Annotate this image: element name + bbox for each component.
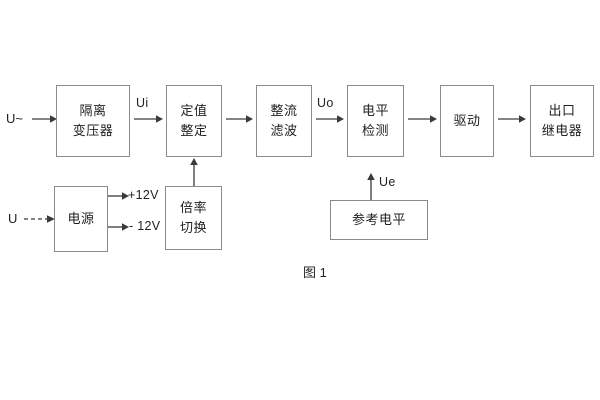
block-setting-value[interactable]: 定值 整定 <box>166 85 222 157</box>
block-multiplier-switch[interactable]: 倍率 切换 <box>165 186 222 250</box>
block-setting-value-line2: 整定 <box>180 123 208 138</box>
block-level-detection-line2: 检测 <box>361 123 389 138</box>
block-setting-value-line1: 定值 <box>180 102 208 118</box>
arrow-reference-to-level-detection <box>366 172 376 200</box>
arrow-ac-input-to-isolation <box>32 114 58 124</box>
block-isolation-transformer-line2: 变压器 <box>72 123 114 138</box>
figure-caption: 图 1 <box>303 265 327 280</box>
block-output-relay-line1: 出口 <box>548 102 576 118</box>
arrow-multiplier-to-setting <box>189 157 199 187</box>
arrow-rail-positive <box>108 191 130 201</box>
block-output-relay[interactable]: 出口 继电器 <box>530 85 594 157</box>
block-rectify-filter[interactable]: 整流 滤波 <box>256 85 312 157</box>
block-isolation-transformer[interactable]: 隔离 变压器 <box>56 85 130 157</box>
block-level-detection[interactable]: 电平 检测 <box>347 85 404 157</box>
block-multiplier-switch-line1: 倍率 <box>179 199 207 215</box>
block-power-supply[interactable]: 电源 <box>54 186 108 252</box>
block-reference-level-line1: 参考电平 <box>351 211 406 227</box>
rail-negative-label: - 12V <box>129 219 161 233</box>
arrow-drive-to-output-relay <box>498 114 527 124</box>
rail-positive-label: +12V <box>128 188 159 202</box>
block-isolation-transformer-line1: 隔离 <box>79 102 107 118</box>
arrow-rectify-to-level <box>316 114 345 124</box>
block-level-detection-line1: 电平 <box>361 102 389 118</box>
block-multiplier-switch-line2: 切换 <box>179 220 207 235</box>
block-power-supply-line1: 电源 <box>67 210 95 226</box>
arrow-dc-input-to-power-supply <box>24 214 56 224</box>
arrow-setting-to-rectify <box>226 114 254 124</box>
ac-input-label: U~ <box>6 111 23 126</box>
dc-input-label: U <box>8 211 18 226</box>
arrow-level-to-drive <box>408 114 438 124</box>
arrow-rail-negative <box>108 222 130 232</box>
block-drive-line1: 驱动 <box>453 112 481 128</box>
block-rectify-filter-line1: 整流 <box>270 102 298 118</box>
signal-label-uo: Uo <box>317 96 334 110</box>
block-reference-level[interactable]: 参考电平 <box>330 200 428 240</box>
signal-label-ui: Ui <box>136 96 149 110</box>
block-output-relay-line2: 继电器 <box>541 123 583 138</box>
block-drive[interactable]: 驱动 <box>440 85 494 157</box>
signal-label-ue: Ue <box>379 175 396 189</box>
arrow-isolation-to-setting <box>134 114 164 124</box>
block-rectify-filter-line2: 滤波 <box>270 123 298 138</box>
